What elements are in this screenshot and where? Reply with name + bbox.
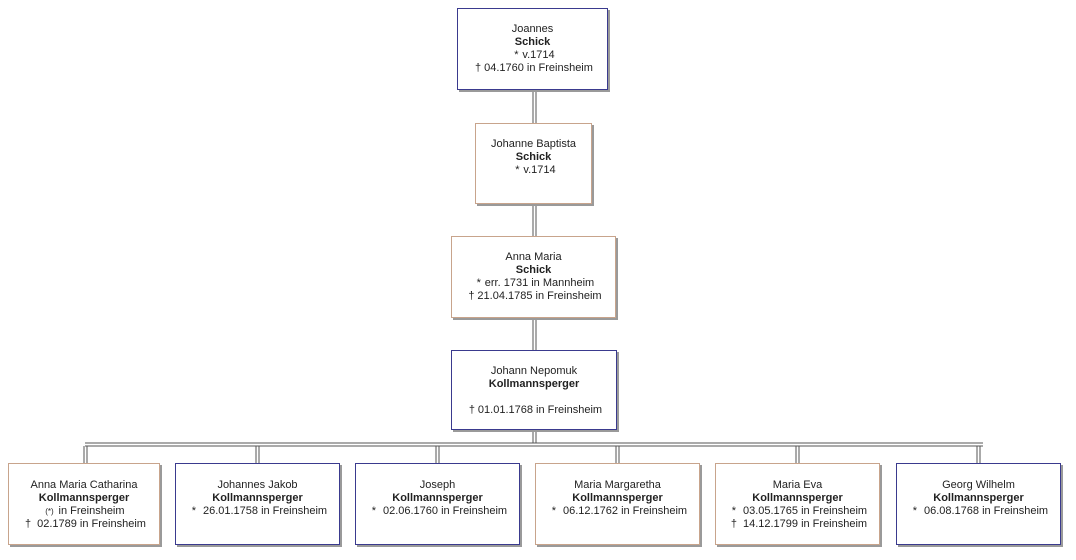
surname: Kollmannsperger [38, 492, 130, 504]
birth-symbol-icon: * [731, 505, 737, 517]
birth-symbol-icon: * [514, 49, 519, 61]
connector-child-4 [615, 446, 620, 463]
baptism-symbol-icon: (*) [45, 507, 54, 516]
person-box-child-4[interactable]: Maria Margaretha Kollmannsperger * 06.12… [535, 463, 700, 545]
given-name: Georg Wilhelm [942, 479, 1015, 491]
death-event: †21.04.1785 in Freinsheim [452, 290, 615, 303]
connector-joannes-johanne [532, 90, 537, 123]
given-name: Maria Margaretha [574, 479, 661, 491]
connector-child-1 [83, 446, 88, 463]
death-event: †04.1760 in Freinsheim [458, 62, 607, 75]
surname: Kollmannsperger [933, 492, 1024, 504]
person-box-child-2[interactable]: Johannes Jakob Kollmannsperger * 26.01.1… [175, 463, 340, 545]
birth-symbol-icon: * [515, 164, 520, 176]
surname: Kollmannsperger [752, 492, 843, 504]
person-box-child-6[interactable]: Georg Wilhelm Kollmannsperger * 06.08.17… [896, 463, 1061, 545]
person-box-anna[interactable]: Anna Maria Schick *err. 1731 in Mannheim… [451, 236, 616, 318]
death-cross-icon: † [24, 518, 32, 530]
given-name: Anna Maria [505, 251, 562, 263]
given-name: Johanne Baptista [490, 138, 576, 150]
birth-symbol-icon: * [551, 505, 557, 517]
given-name: Joseph [419, 479, 456, 491]
death-event: †01.01.1768 in Freinsheim [452, 404, 616, 417]
connector-child-5 [795, 446, 800, 463]
birth-event: *err. 1731 in Mannheim [452, 277, 615, 290]
given-name: Maria Eva [772, 479, 823, 491]
person-box-child-1[interactable]: Anna Maria Catharina Kollmannsperger (*)… [8, 463, 160, 545]
birth-symbol-icon: * [476, 277, 481, 289]
given-name: Anna Maria Catharina [30, 479, 138, 491]
surname: Kollmannsperger [572, 492, 663, 504]
surname: Kollmannsperger [488, 378, 580, 390]
person-box-joannes[interactable]: Joannes Schick *v.1714 †04.1760 in Frein… [457, 8, 608, 90]
given-name: Johannes Jakob [217, 479, 298, 491]
surname: Schick [514, 36, 551, 48]
given-name: Joannes [511, 23, 554, 35]
birth-event: * 06.08.1768 in Freinsheim [897, 505, 1060, 518]
surname: Kollmannsperger [392, 492, 483, 504]
birth-event: *v.1714 [476, 164, 591, 177]
connector-child-2 [255, 446, 260, 463]
baptism-event: (*) in Freinsheim [45, 505, 125, 517]
person-box-johanne[interactable]: Johanne Baptista Schick *v.1714 [475, 123, 592, 204]
death-event: † 02.1789 in Freinsheim [9, 518, 159, 531]
birth-symbol-icon: * [912, 505, 918, 517]
connector-johanne-anna [532, 204, 537, 236]
birth-event: *v.1714 [458, 49, 607, 62]
death-event: † 14.12.1799 in Freinsheim [716, 518, 879, 531]
person-box-child-3[interactable]: Joseph Kollmannsperger * 02.06.1760 in F… [355, 463, 520, 545]
surname: Kollmannsperger [212, 492, 303, 504]
birth-event: * 06.12.1762 in Freinsheim [536, 505, 699, 518]
birth-event: * 02.06.1760 in Freinsheim [356, 505, 519, 518]
birth-symbol-icon: * [371, 505, 377, 517]
connector-child-3 [435, 446, 440, 463]
death-cross-icon: † [730, 518, 737, 530]
sibling-bar [85, 442, 983, 447]
given-name: Johann Nepomuk [490, 365, 578, 377]
blank-line [452, 391, 616, 404]
connector-anna-johann [532, 318, 537, 350]
birth-event: * 03.05.1765 in Freinsheim [716, 505, 879, 518]
birth-event: * 26.01.1758 in Freinsheim [176, 505, 339, 518]
person-box-child-5[interactable]: Maria Eva Kollmannsperger * 03.05.1765 i… [715, 463, 880, 545]
birth-symbol-icon: * [191, 505, 197, 517]
connector-johann-children [532, 430, 537, 443]
death-cross-icon: † [468, 404, 475, 416]
surname: Schick [515, 151, 552, 163]
connector-child-6 [976, 446, 981, 463]
person-box-johann[interactable]: Johann Nepomuk Kollmannsperger †01.01.17… [451, 350, 617, 430]
surname: Schick [515, 264, 552, 276]
death-cross-icon: † [468, 290, 475, 302]
death-cross-icon: † [475, 62, 482, 74]
